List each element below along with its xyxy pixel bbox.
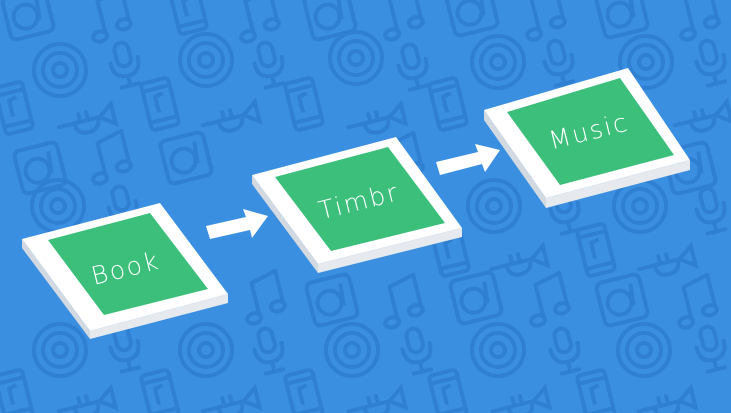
step-card-book: Book [22,203,228,339]
vinyl-record-icon [466,178,522,234]
step-card-timbr: Timbr [252,137,462,273]
vinyl-record-icon [178,322,234,378]
flow-arrow-1 [206,209,268,239]
microphone-icon [396,323,438,377]
microphone-icon [538,35,580,89]
turntable-icon [593,271,651,329]
vinyl-record-icon [178,32,234,88]
microphone-icon [690,183,731,237]
trumpet-icon [344,102,409,141]
turntable-icon [157,129,215,187]
microphone-icon [544,323,586,377]
trumpet-icon [634,386,699,413]
turntable-icon [443,0,501,39]
vinyl-record-icon [30,178,86,234]
music-note-icon [669,0,724,43]
vinyl-record-icon [616,322,672,378]
vinyl-record-icon [470,322,526,378]
trumpet-icon [634,244,699,283]
arrow-right-icon [206,209,268,239]
vinyl-record-icon [470,34,526,90]
microphone-icon [248,323,290,377]
vinyl-record-icon [32,322,88,378]
trumpet-icon [54,386,119,413]
trumpet-icon [198,386,263,413]
phone-icon [138,367,182,413]
step-card-music-face [507,78,674,185]
music-note-icon [81,0,136,45]
phone-icon [0,367,36,413]
turntable-icon [0,0,57,43]
phone-icon [0,79,36,137]
arrow-right-icon [436,144,500,175]
music-note-icon [667,272,722,331]
trumpet-icon [486,244,551,283]
vinyl-record-icon [324,322,380,378]
turntable-icon [447,269,505,327]
microphone-icon [392,39,434,93]
flow-arrow-2 [436,144,500,175]
phone-icon [426,367,470,413]
step-card-book-face [48,213,208,315]
phone-icon [574,221,618,279]
step-card-music: Music [484,68,690,208]
step-card-timbr-face [275,147,445,251]
music-note-icon [229,0,284,45]
phone-icon [282,367,326,413]
music-note-icon [373,272,428,331]
trumpet-icon [344,386,409,413]
trumpet-icon [198,100,263,139]
turntable-icon [593,0,651,41]
vinyl-record-icon [32,42,88,98]
microphone-icon [690,35,731,89]
phone-icon [138,75,182,133]
vinyl-record-icon [328,30,384,86]
music-note-icon [235,268,290,327]
microphone-icon [104,37,146,91]
microphone-icon [248,37,290,91]
phone-icon [574,367,618,413]
phone-icon [282,75,326,133]
trumpet-icon [670,100,731,139]
trumpet-icon [488,386,553,413]
trumpet-icon [54,102,119,141]
music-note-icon [519,270,574,329]
music-note-icon [515,0,570,43]
music-note-icon [81,128,136,187]
phone-icon [426,75,470,133]
phone-icon [166,0,210,37]
microphone-icon [690,321,731,375]
turntable-icon [303,271,361,329]
music-note-icon [373,0,428,43]
